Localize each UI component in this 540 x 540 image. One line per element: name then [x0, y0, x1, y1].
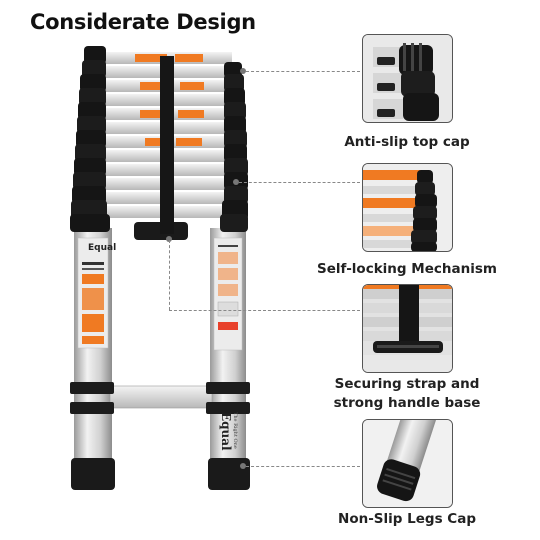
callout-leg-label: Non-Slip Legs Cap — [338, 511, 476, 527]
callout-leg-image — [362, 419, 453, 508]
callout-locking-image — [362, 163, 453, 252]
right-cap-stack — [220, 62, 248, 232]
callout-strap-label-line1: Securing strap and — [334, 376, 480, 392]
callout-top-cap-label: Anti-slip top cap — [344, 134, 470, 150]
left-cap-stack — [70, 46, 110, 232]
pointer-line-leg — [246, 466, 360, 467]
page-title: Considerate Design — [30, 10, 256, 34]
left-foot-cap — [71, 458, 115, 490]
brand-left: Equal — [88, 243, 116, 253]
pointer-line-top — [246, 71, 360, 72]
bottom-rung — [109, 385, 213, 409]
brand-tagline: The Right One — [232, 412, 238, 449]
pointer-line-strap-v — [169, 240, 170, 310]
pointer-dot-lock — [233, 179, 239, 185]
pointer-dot-top — [240, 68, 246, 74]
callout-strap-image — [362, 284, 453, 373]
pointer-line-lock — [239, 182, 360, 183]
right-foot-cap — [208, 458, 250, 490]
securing-strap — [160, 56, 174, 234]
pointer-line-strap-h — [169, 310, 360, 311]
brand-right: Equal — [219, 412, 233, 451]
callout-strap-label: Securing strap and strong handle base — [302, 375, 512, 413]
pointer-dot-strap — [166, 236, 172, 242]
callout-locking-label: Self-locking Mechanism — [317, 261, 497, 277]
callout-strap-label-line2: strong handle base — [333, 395, 481, 411]
callout-top-cap-image — [362, 34, 453, 123]
pointer-dot-leg — [240, 463, 246, 469]
